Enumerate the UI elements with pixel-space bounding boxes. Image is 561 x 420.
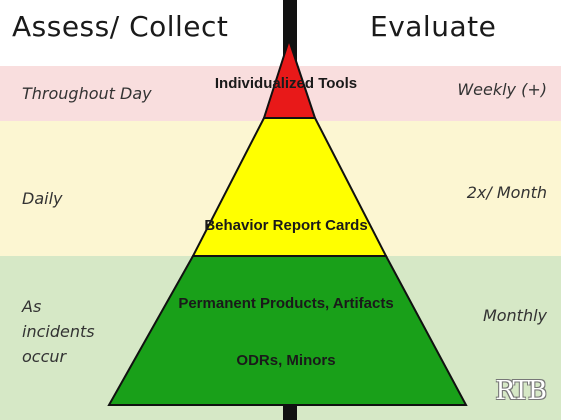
pyramid-yellow-tier [191, 117, 388, 257]
row-top-left: Throughout Day [22, 84, 152, 103]
header-evaluate: Evaluate [370, 10, 497, 43]
tier-label-odrs-minors: ODRs, Minors [236, 352, 336, 369]
row-bottom-left: As incidents occur [22, 294, 95, 369]
header-assess-collect: Assess/ Collect [12, 10, 229, 43]
pyramid-green-tier [107, 255, 468, 406]
tier-label-individualized-tools: Individualized Tools [214, 75, 358, 92]
row-bottom-right: Monthly [482, 306, 547, 325]
tier-label-permanent-products: Permanent Products, Artifacts [178, 295, 394, 312]
rtb-logo: RTB [495, 376, 547, 406]
row-bottom-left-line: As [22, 297, 42, 316]
tier-label-behavior-report-cards: Behavior Report Cards [204, 217, 368, 234]
row-middle-left: Daily [22, 189, 63, 208]
row-top-right: Weekly (+) [457, 80, 547, 99]
row-bottom-left-line: occur [22, 347, 67, 366]
row-middle-right: 2x/ Month [466, 183, 547, 202]
row-bottom-left-line: incidents [22, 322, 95, 341]
